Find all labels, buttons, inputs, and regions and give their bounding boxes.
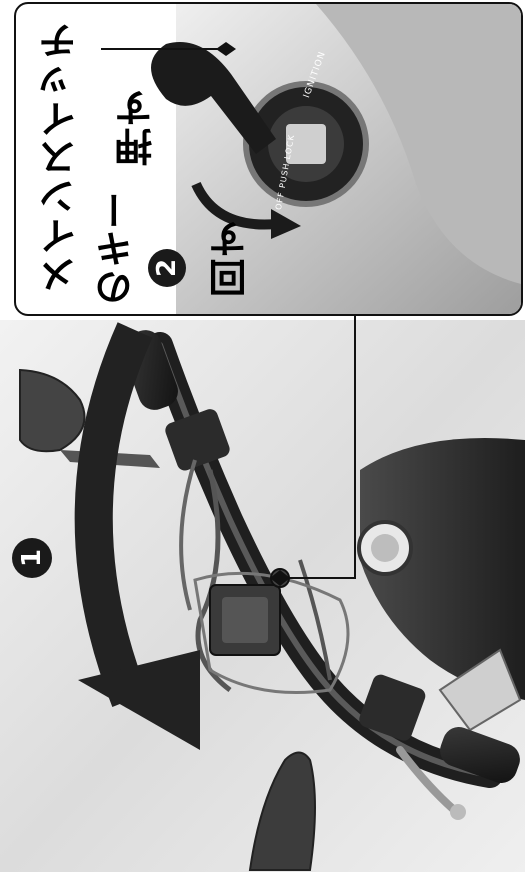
right-mirror	[248, 751, 316, 871]
turn-key-arrow	[191, 181, 277, 230]
right-grip	[440, 727, 520, 783]
step-1-badge: 1	[12, 538, 52, 578]
callout-title-line1: メインスイッチ	[39, 21, 83, 294]
turn-arrow-head	[78, 650, 200, 750]
turn-arrow	[74, 322, 153, 707]
key-closeup-illustration	[101, 4, 521, 314]
step-2-badge: 2	[148, 249, 186, 287]
callout-title-line2: のキー	[95, 190, 139, 307]
left-mirror	[19, 368, 86, 453]
key	[151, 42, 276, 154]
action-push-label: 押す	[115, 88, 159, 166]
callout-box: IGNITION OFF PUSH LOCK メインスイッチ のキー 押す 2 …	[14, 2, 523, 316]
callout-leader	[280, 312, 356, 579]
fuel-tank	[360, 438, 525, 700]
action-turn-label: 回す	[209, 219, 253, 297]
